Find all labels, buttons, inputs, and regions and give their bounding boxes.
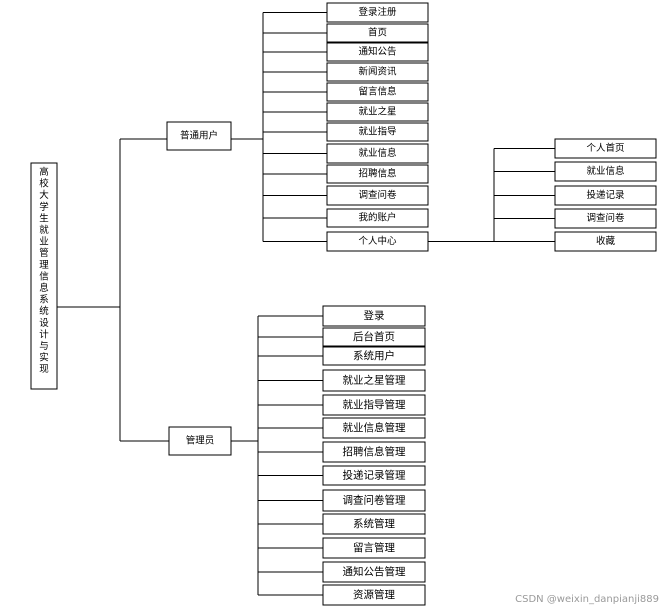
admin-module-9-box — [322, 513, 426, 535]
user-module-10-label: 我的账户 — [358, 212, 396, 224]
user-module-0-label: 登录注册 — [358, 6, 397, 18]
personal-center-item-3-label: 调查问卷 — [586, 212, 625, 224]
admin-module-8-box — [322, 489, 426, 512]
user-module-8-label: 招聘信息 — [358, 168, 396, 180]
user-role-label: 普通用户 — [180, 130, 218, 142]
personal-center-item-0-box — [554, 138, 657, 159]
admin-module-1-label: 后台首页 — [353, 330, 395, 343]
user-module-6-box — [326, 122, 429, 142]
personal-center-item-4-box — [554, 231, 657, 252]
user-module-5-box — [326, 102, 429, 122]
user-module-11-label: 个人中心 — [358, 235, 397, 247]
personal-center-item-3-box — [554, 208, 657, 229]
admin-module-11-label: 通知公告管理 — [343, 565, 406, 578]
user-module-8-box — [326, 164, 429, 184]
admin-role-box — [168, 426, 232, 456]
admin-module-11-box — [322, 561, 426, 583]
admin-module-7-label: 投递记录管理 — [343, 469, 406, 482]
personal-center-item-4-label: 收藏 — [596, 235, 616, 247]
personal-center-item-1-box — [554, 161, 657, 182]
admin-module-10-box — [322, 537, 426, 559]
user-module-2-label: 通知公告 — [358, 46, 396, 58]
admin-module-5-box — [322, 417, 426, 439]
admin-module-6-box — [322, 441, 426, 463]
user-module-10-box — [326, 208, 429, 228]
admin-module-2-box — [322, 346, 426, 366]
admin-module-5-label: 就业信息管理 — [343, 421, 406, 434]
root-box — [30, 162, 58, 390]
user-module-7-box — [326, 143, 429, 164]
admin-module-12-label: 资源管理 — [353, 588, 395, 601]
user-module-7-label: 就业信息 — [358, 147, 396, 159]
user-module-9-box — [326, 185, 429, 206]
admin-module-4-label: 就业指导管理 — [343, 398, 406, 411]
admin-module-8-label: 调查问卷管理 — [343, 494, 406, 507]
user-module-6-label: 就业指导 — [358, 126, 396, 138]
personal-center-item-1-label: 就业信息 — [586, 165, 624, 177]
watermark: CSDN @weixin_danpianji889 — [515, 594, 659, 605]
admin-role-label: 管理员 — [186, 435, 215, 447]
admin-module-3-label: 就业之星管理 — [343, 374, 406, 387]
user-module-0-box — [326, 2, 429, 23]
user-module-1-label: 首页 — [368, 27, 387, 39]
user-role-box — [166, 121, 232, 151]
user-module-5-label: 就业之星 — [358, 106, 396, 118]
user-module-1-box — [326, 23, 429, 43]
admin-module-10-label: 留言管理 — [353, 541, 395, 554]
personal-center-item-2-box — [554, 185, 657, 206]
admin-module-6-label: 招聘信息管理 — [343, 445, 406, 458]
user-module-3-box — [326, 62, 429, 82]
admin-module-2-label: 系统用户 — [353, 349, 395, 362]
user-module-3-label: 新闻资讯 — [358, 66, 397, 78]
admin-module-3-box — [322, 369, 426, 392]
personal-center-item-2-label: 投递记录 — [586, 189, 625, 201]
admin-module-9-label: 系统管理 — [353, 517, 395, 530]
admin-module-12-box — [322, 584, 426, 606]
personal-center-item-0-label: 个人首页 — [586, 142, 624, 154]
user-module-4-box — [326, 82, 429, 102]
admin-module-0-label: 登录 — [364, 309, 385, 322]
admin-module-0-box — [322, 305, 426, 327]
admin-module-7-box — [322, 465, 426, 486]
root-label: 高校大学生就业管理信息系统设计与实现 — [39, 166, 49, 375]
user-module-4-label: 留言信息 — [358, 86, 396, 98]
admin-module-1-box — [322, 327, 426, 347]
user-module-2-box — [326, 42, 429, 62]
admin-module-4-box — [322, 394, 426, 416]
user-module-9-label: 调查问卷 — [358, 189, 397, 201]
